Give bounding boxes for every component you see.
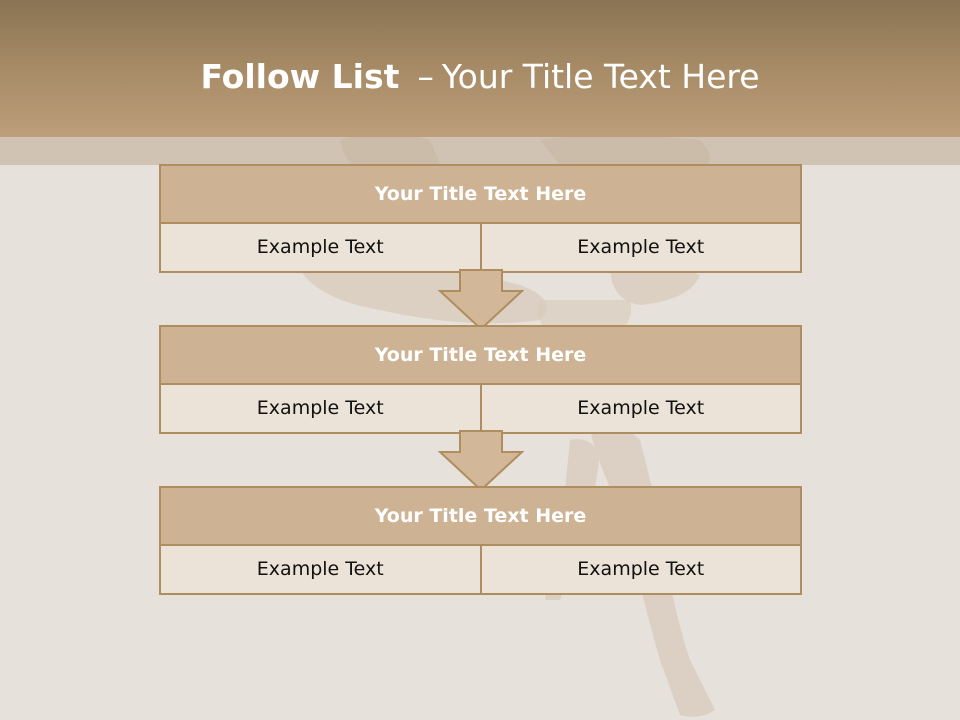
- list-block-2: Your Title Text Here Example Text Exampl…: [159, 325, 802, 434]
- block-cell-left: Example Text: [256, 236, 384, 258]
- block-cell-right: Example Text: [479, 224, 801, 271]
- block-title: Your Title Text Here: [161, 327, 800, 385]
- title-rest-text: Your Title Text Here: [441, 57, 760, 96]
- down-arrow-icon: [438, 269, 524, 331]
- title-dash: –: [417, 57, 434, 96]
- block-row: Example Text Example Text: [161, 224, 800, 271]
- block-cell-right: Example Text: [479, 385, 801, 432]
- block-title: Your Title Text Here: [161, 166, 800, 224]
- block-cell-left: Example Text: [256, 558, 384, 580]
- title-bold-text: Follow List: [200, 57, 400, 96]
- block-title: Your Title Text Here: [161, 488, 800, 546]
- block-row: Example Text Example Text: [161, 546, 800, 593]
- header-strip: [0, 137, 960, 165]
- list-block-3: Your Title Text Here Example Text Exampl…: [159, 486, 802, 595]
- block-cell-right: Example Text: [479, 546, 801, 593]
- header-band: [0, 0, 960, 137]
- down-arrow-icon: [438, 430, 524, 492]
- block-cell-left: Example Text: [256, 397, 384, 419]
- list-block-1: Your Title Text Here Example Text Exampl…: [159, 164, 802, 273]
- block-row: Example Text Example Text: [161, 385, 800, 432]
- slide-title: Follow List–Your Title Text Here: [0, 52, 960, 102]
